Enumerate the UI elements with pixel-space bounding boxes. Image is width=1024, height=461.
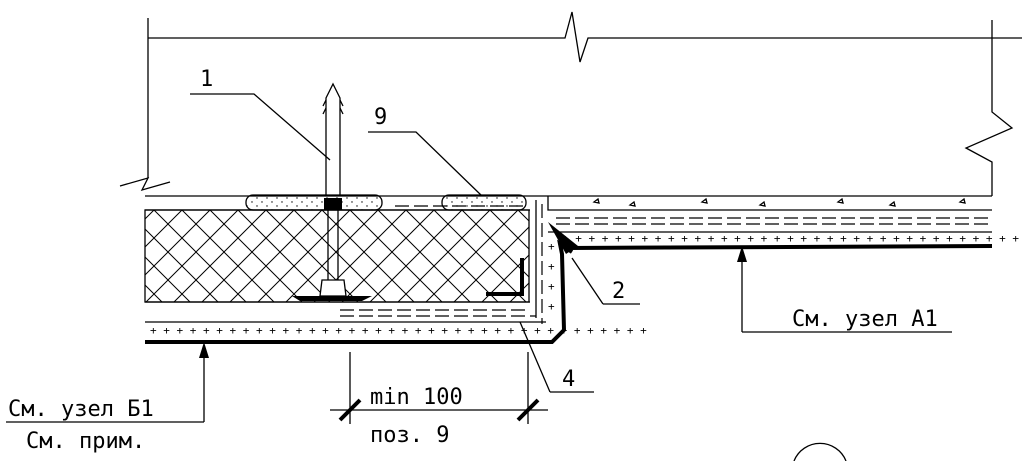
metal-angle [486,258,524,296]
item-label-2: 2 [612,279,625,304]
insulation-block: + + + + + + + + + + + + + + + + + + + + … [144,200,647,337]
sealant-pads [245,194,527,211]
plus-col-vertical: + [548,240,555,253]
item-label-9: 9 [374,105,387,130]
ref-label-a1: См. узел А1 [792,307,938,332]
plus-row-bottom: + + + + + + + + + + + + + + + + + + + + … [150,324,647,337]
plus-row-right: + + + + + + + + + + + + + + + + + + + + … [562,232,1024,245]
section-marker-arc [793,442,847,461]
dimension-min-100 [330,352,548,424]
svg-text:+: + [548,260,555,273]
svg-text:+: + [548,280,555,293]
concrete-slab [119,11,1022,197]
ref-label-b1: См. узел Б1 [8,397,154,422]
item-label-1: 1 [200,67,213,92]
screed-layer: + + + + + + + + + + + + + + + + + + + + … [145,196,1024,344]
item-label-4: 4 [562,367,575,392]
dimension-position: поз. 9 [370,423,449,448]
leader-lines [6,93,952,423]
dimension-value: min 100 [370,385,463,410]
anchor-fastener [292,82,372,301]
ref-label-note: См. прим. [26,429,145,454]
svg-text:+: + [548,300,555,313]
